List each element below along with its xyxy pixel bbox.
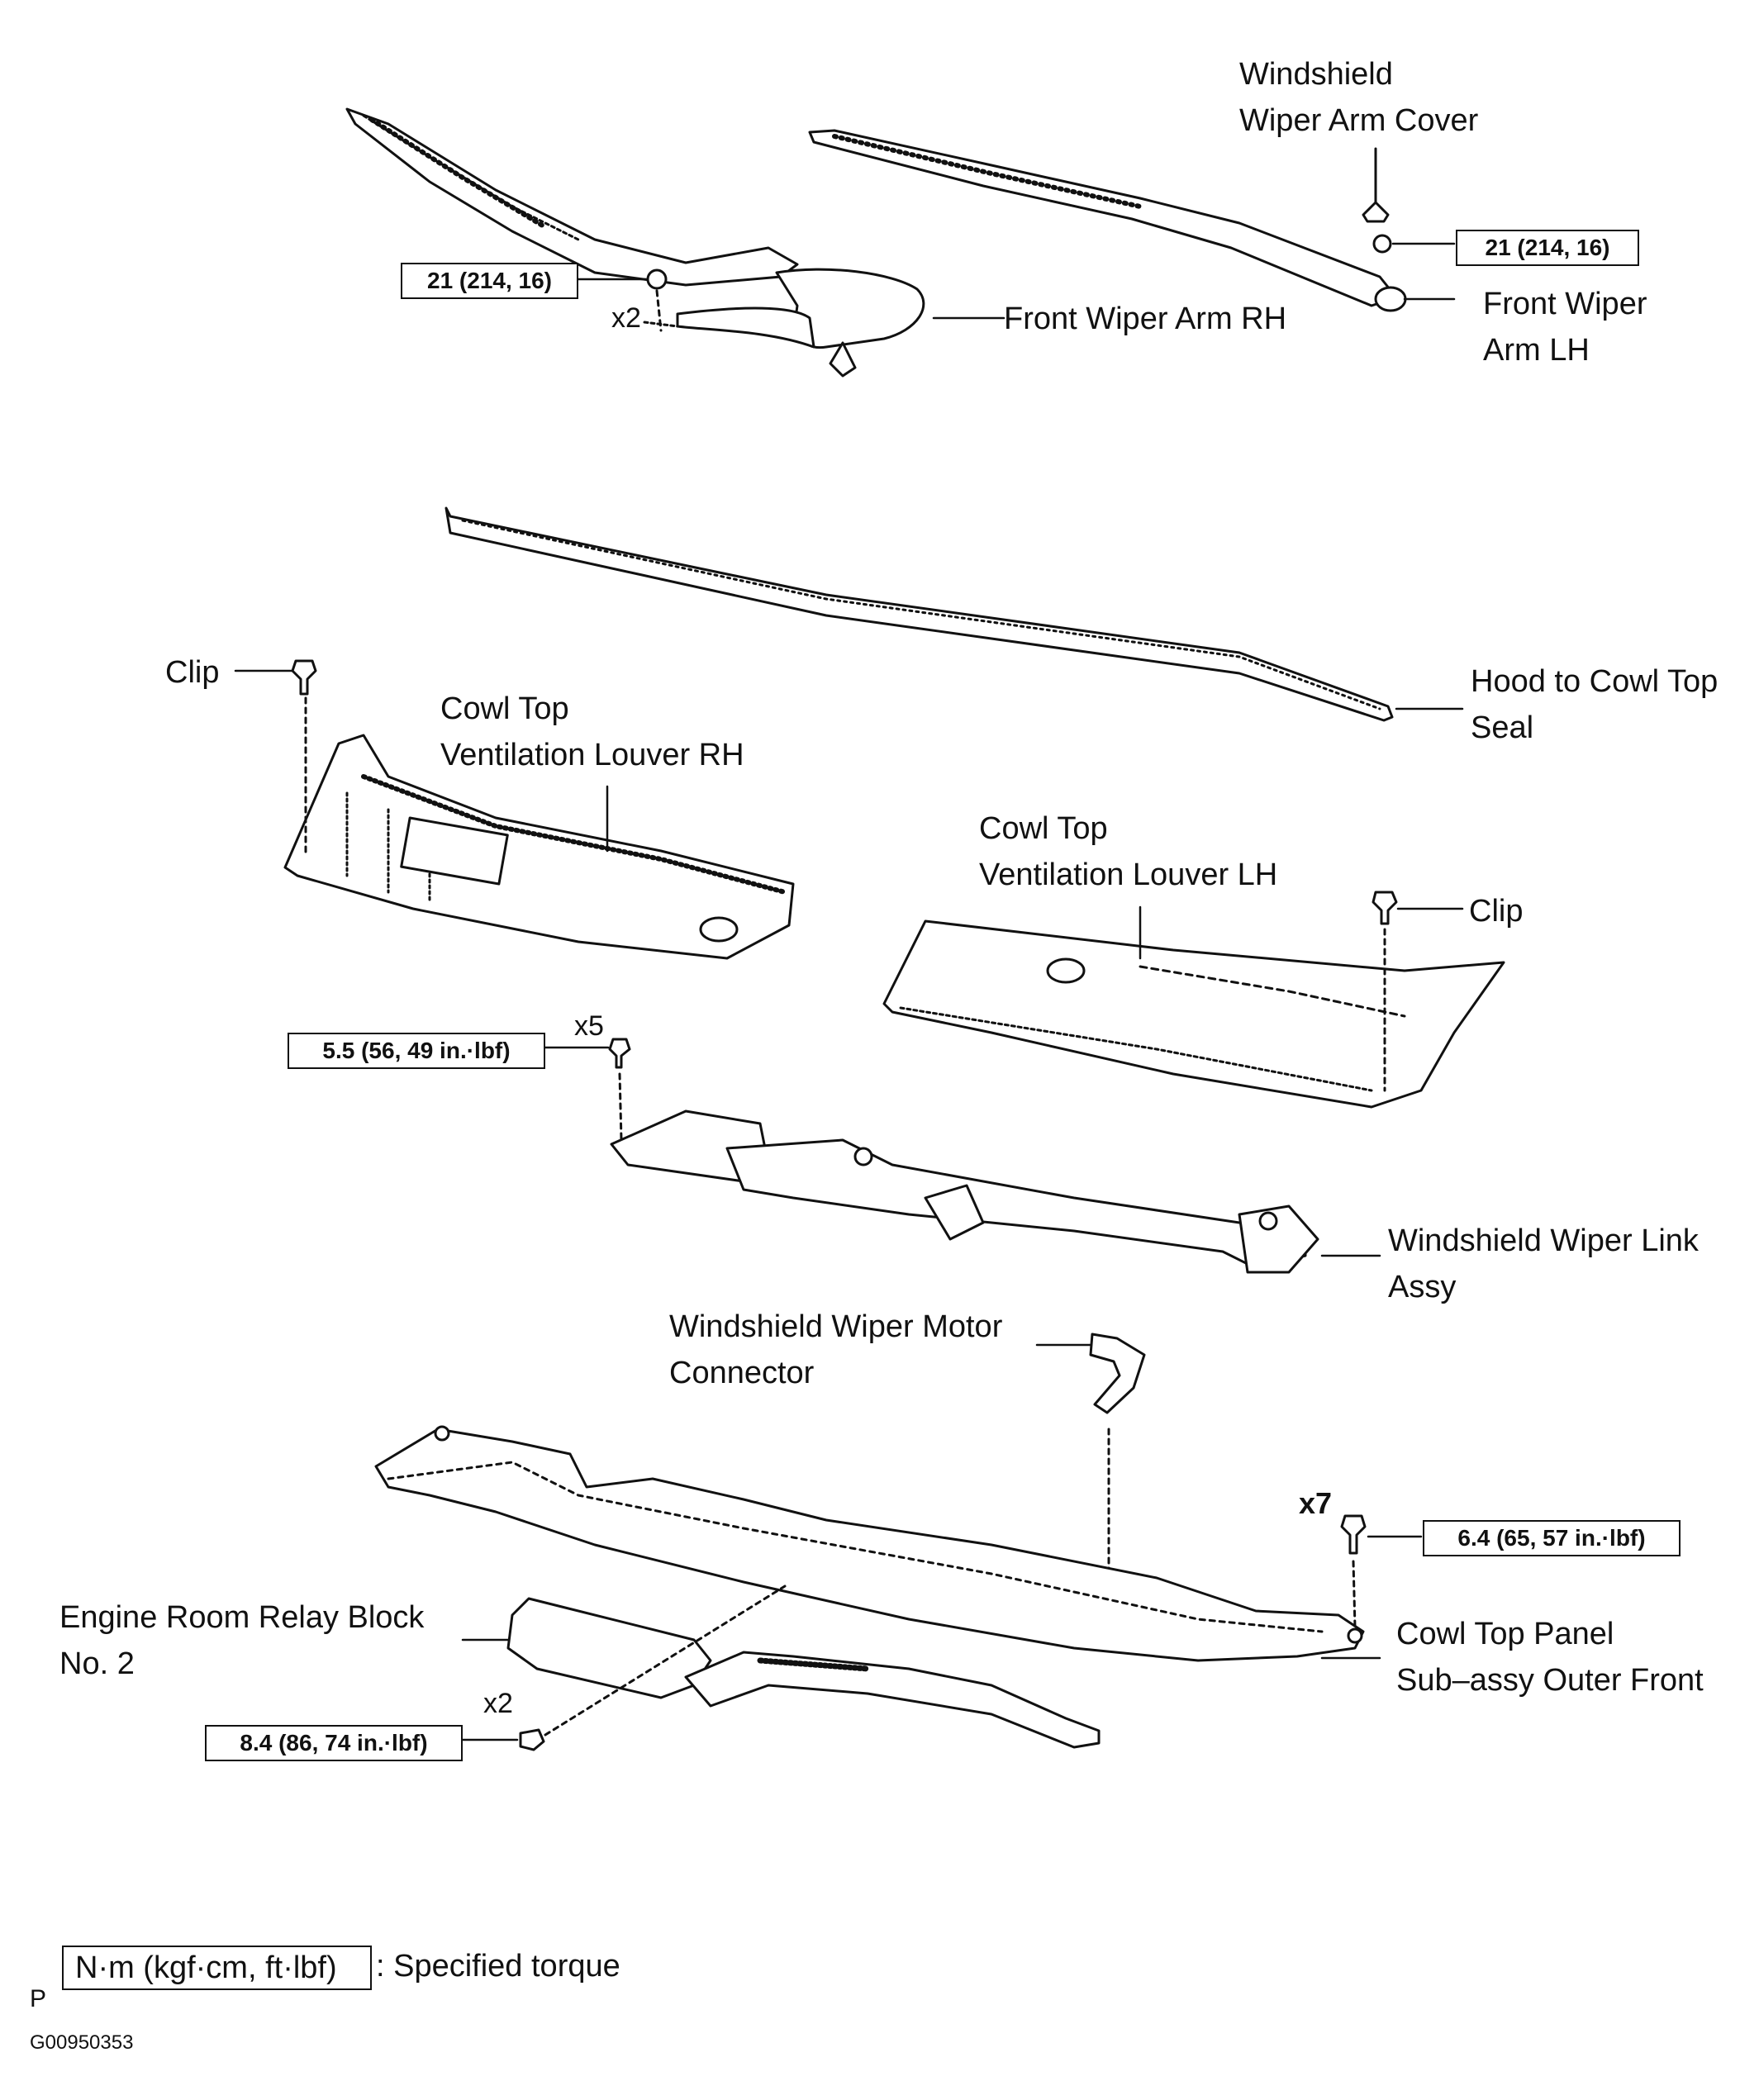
front-wiper-arm-rh-label: Front Wiper Arm RH (1004, 296, 1286, 342)
wiper-motor-connector-label-line-2: Connector (669, 1356, 815, 1390)
torque-box-relay-bolts: 8.4 (86, 74 in.·lbf) (205, 1725, 463, 1761)
legend-description: : Specified torque (376, 1949, 620, 1984)
cowl-louver-lh-label-line-1: Cowl Top (979, 811, 1108, 846)
wiper-motor-connector-label: Windshield Wiper Motor Connector (669, 1304, 1002, 1396)
front-wiper-arm-lh-part (808, 129, 1407, 312)
hood-to-cowl-top-seal-part (445, 506, 1464, 722)
relay-block-label: Engine Room Relay Block No. 2 (59, 1594, 424, 1687)
torque-box-panel-bolts: 6.4 (65, 57 in.·lbf) (1423, 1520, 1681, 1556)
wiper-link-assy-part (544, 1038, 1381, 1274)
front-wiper-arm-rh-part (345, 107, 925, 378)
wiper-motor-connector-label-line-1: Windshield Wiper Motor (669, 1309, 1003, 1344)
cowl-louver-lh-label: Cowl Top Ventilation Louver LH (979, 805, 1277, 898)
cowl-top-panel-label-line-1: Cowl Top Panel (1396, 1617, 1614, 1651)
front-wiper-arm-lh-label-line-1: Front Wiper (1483, 287, 1647, 321)
wiper-link-assy-label-line-1: Windshield Wiper Link (1388, 1223, 1699, 1258)
cowl-louver-rh-part (283, 734, 795, 960)
multiplier-relay: x2 (483, 1688, 513, 1719)
clip-lh-label: Clip (1469, 888, 1523, 934)
hood-to-cowl-top-seal-label-line-2: Seal (1471, 710, 1534, 745)
footer-code: G00950353 (30, 2031, 134, 2054)
rh-arm-guide-line (643, 321, 679, 328)
wiper-arm-cover-label-line-2: Wiper Arm Cover (1239, 103, 1479, 138)
wiper-link-assy-label-line-2: Assy (1388, 1270, 1457, 1304)
wiper-arm-cover-part (1362, 147, 1456, 301)
front-wiper-arm-rh-label-line-1: Front Wiper Arm RH (1004, 302, 1287, 336)
cowl-louver-lh-label-line-2: Ventilation Louver LH (979, 858, 1278, 892)
front-wiper-arm-lh-label-line-2: Arm LH (1483, 333, 1590, 368)
multiplier-rh-arm: x2 (611, 302, 641, 334)
clip-lh-part (1372, 891, 1464, 1092)
multiplier-panel: x7 (1299, 1486, 1333, 1520)
legend-unit-box: N·m (kgf·cm, ft·lbf) (62, 1946, 372, 1990)
wiper-arm-cover-label-line-1: Windshield (1239, 57, 1393, 92)
clip-lh-label-line-1: Clip (1469, 894, 1524, 929)
multiplier-link: x5 (574, 1010, 604, 1042)
front-wiper-arm-lh-label: Front Wiper Arm LH (1483, 281, 1647, 373)
torque-box-link-bolts: 5.5 (56, 49 in.·lbf) (288, 1033, 545, 1069)
cowl-louver-rh-label-line-1: Cowl Top (440, 691, 569, 726)
cowl-top-panel-label-line-2: Sub–assy Outer Front (1396, 1663, 1704, 1698)
relay-block-part (461, 1585, 1101, 1751)
cowl-top-panel-part (374, 1425, 1423, 1662)
torque-box-rh-arm-nut: 21 (214, 16) (401, 263, 578, 299)
cowl-louver-rh-label: Cowl Top Ventilation Louver RH (440, 686, 744, 778)
clip-rh-label-line-1: Clip (165, 655, 220, 690)
torque-box-lh-arm-nut: 21 (214, 16) (1456, 230, 1639, 266)
footer-letter: P (30, 1985, 47, 2012)
wiper-arm-cover-label: Windshield Wiper Arm Cover (1239, 51, 1478, 144)
relay-block-label-line-2: No. 2 (59, 1646, 135, 1681)
cowl-top-panel-label: Cowl Top Panel Sub–assy Outer Front (1396, 1611, 1704, 1703)
cowl-louver-lh-part (882, 905, 1505, 1109)
wiper-link-assy-label: Windshield Wiper Link Assy (1388, 1218, 1699, 1310)
clip-rh-part (234, 659, 317, 857)
cowl-louver-rh-label-line-2: Ventilation Louver RH (440, 738, 744, 772)
hood-to-cowl-top-seal-label: Hood to Cowl Top Seal (1471, 658, 1718, 751)
relay-block-label-line-1: Engine Room Relay Block (59, 1600, 425, 1635)
clip-rh-label: Clip (165, 649, 219, 696)
hood-to-cowl-top-seal-label-line-1: Hood to Cowl Top (1471, 664, 1719, 699)
